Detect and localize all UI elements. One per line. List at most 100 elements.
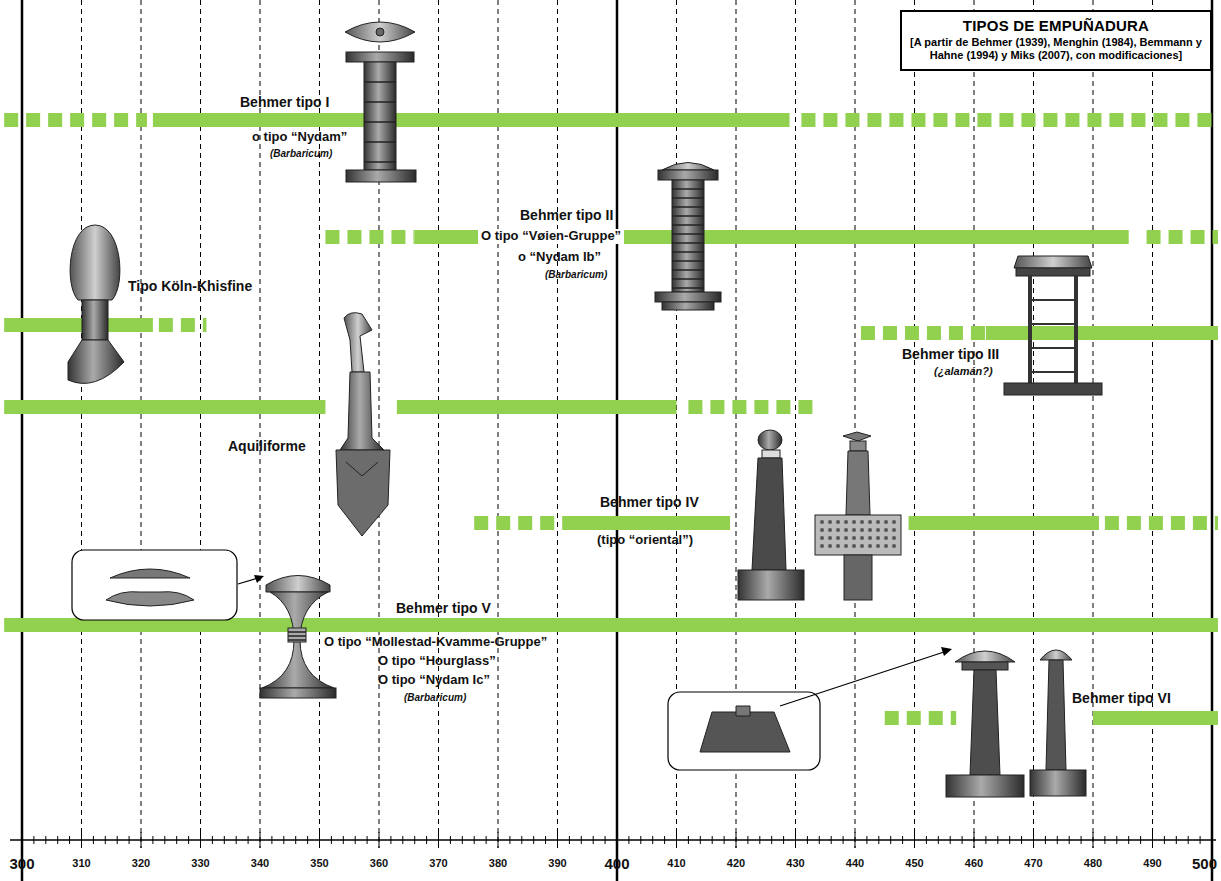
axis-year: 420 <box>727 857 745 870</box>
hilt-part <box>655 292 721 302</box>
decade-line <box>557 0 558 848</box>
type-label: Behmer tipo IV <box>600 494 699 510</box>
pommel-top-view <box>345 22 415 42</box>
hilt-part <box>738 570 804 600</box>
range-bar-uncertain <box>754 400 768 414</box>
range-bar-uncertain <box>951 711 956 725</box>
hilt-part <box>662 302 714 310</box>
range-bar-uncertain <box>798 400 812 414</box>
pommel <box>1014 256 1092 268</box>
range-bar-uncertain <box>1065 113 1079 127</box>
range-bar <box>153 113 790 127</box>
range-bar-uncertain <box>999 113 1013 127</box>
range-bar-uncertain <box>1109 113 1123 127</box>
range-bar-uncertain <box>347 230 361 244</box>
range-bar-uncertain <box>1147 230 1161 244</box>
hilt-part <box>288 628 306 642</box>
pommel <box>266 576 330 593</box>
hilt-part <box>260 688 336 698</box>
range-bar-uncertain <box>518 516 532 530</box>
range-bar-uncertain <box>929 711 943 725</box>
axis-year: 310 <box>72 857 90 870</box>
range-bar <box>569 516 730 530</box>
range-bar-uncertain <box>1213 230 1218 244</box>
grip <box>752 458 786 570</box>
range-bar <box>415 230 1129 244</box>
chart-title: TIPOS DE EMPUÑADURA <box>910 17 1202 34</box>
range-bar-uncertain <box>688 400 702 414</box>
decade-line <box>141 0 142 848</box>
range-bar-uncertain <box>181 318 195 332</box>
grip <box>340 372 384 450</box>
axis-year: 490 <box>1143 857 1161 870</box>
axis-year: 480 <box>1084 857 1102 870</box>
range-bar-uncertain <box>905 326 919 340</box>
axis-year: 320 <box>132 857 150 870</box>
grid <box>22 0 1212 881</box>
axis-year: 360 <box>370 857 388 870</box>
pommel <box>70 225 120 300</box>
hilt-part <box>844 555 872 600</box>
hilt-part <box>850 441 866 451</box>
range-bar-uncertain <box>413 230 414 244</box>
range-bar-uncertain <box>955 113 969 127</box>
range-bar-uncertain <box>1175 113 1189 127</box>
century-line <box>616 0 619 881</box>
pommel <box>955 651 1015 662</box>
range-bar-uncertain <box>1021 113 1035 127</box>
type-label: Tipo Köln-Khisfine <box>128 278 252 294</box>
axis-year: 500 <box>1192 855 1217 872</box>
range-bar-uncertain <box>1153 113 1167 127</box>
hilt-part <box>346 170 416 182</box>
hilt-part <box>364 62 396 170</box>
decade-line <box>1033 0 1034 848</box>
range-bar-uncertain <box>391 230 405 244</box>
type-label: O tipo “Hourglass” <box>378 654 496 669</box>
range-bar-uncertain <box>1149 516 1163 530</box>
range-bar-uncertain <box>325 230 339 244</box>
range-bar <box>397 400 677 414</box>
range-bar <box>4 400 325 414</box>
leader-arrow <box>780 647 952 706</box>
type-label: o “Nydam Ib” <box>518 250 601 265</box>
range-bar-uncertain <box>1215 516 1218 530</box>
guard <box>68 340 124 383</box>
hilt-behmer-i <box>345 22 416 182</box>
axis-year: 300 <box>9 855 34 872</box>
hilt-part <box>946 775 1024 797</box>
hilt-part <box>82 300 108 340</box>
range-bar-uncertain <box>823 113 837 127</box>
axis-year: 430 <box>786 857 804 870</box>
range-bar-uncertain <box>1131 113 1145 127</box>
leader-arrow <box>238 575 264 584</box>
range-bar-uncertain <box>776 400 790 414</box>
eagle-head <box>344 313 372 372</box>
range-bar-uncertain <box>907 711 921 725</box>
decade-line <box>438 0 439 848</box>
type-label: (¿alamán?) <box>934 365 993 378</box>
range-bar-uncertain <box>1193 516 1207 530</box>
range-bar-uncertain <box>1171 516 1185 530</box>
axis-year: 400 <box>604 855 629 872</box>
range-bar-uncertain <box>911 113 925 127</box>
grip <box>262 592 334 688</box>
range-bar-uncertain <box>92 113 106 127</box>
range-bar-uncertain <box>977 113 991 127</box>
hilt-illustrations <box>68 22 1102 797</box>
hilt-aquiliforme <box>336 313 390 536</box>
axis-year: 460 <box>965 857 983 870</box>
range-bar <box>909 516 1099 530</box>
axis-year: 380 <box>489 857 507 870</box>
range-bar-uncertain <box>732 400 746 414</box>
type-label: O tipo “Vøien-Gruppe” <box>478 229 624 244</box>
range-bar-uncertain <box>369 230 383 244</box>
range-bar-uncertain <box>26 113 40 127</box>
source-note: [A partir de Behmer (1939), Menghin (198… <box>910 36 1202 62</box>
axis-year: 450 <box>905 857 923 870</box>
type-label: Behmer tipo I <box>240 94 329 110</box>
hilt-part <box>962 662 1008 670</box>
hilt-part <box>672 180 704 292</box>
range-bar <box>986 326 1218 340</box>
hilt-part <box>762 450 780 458</box>
